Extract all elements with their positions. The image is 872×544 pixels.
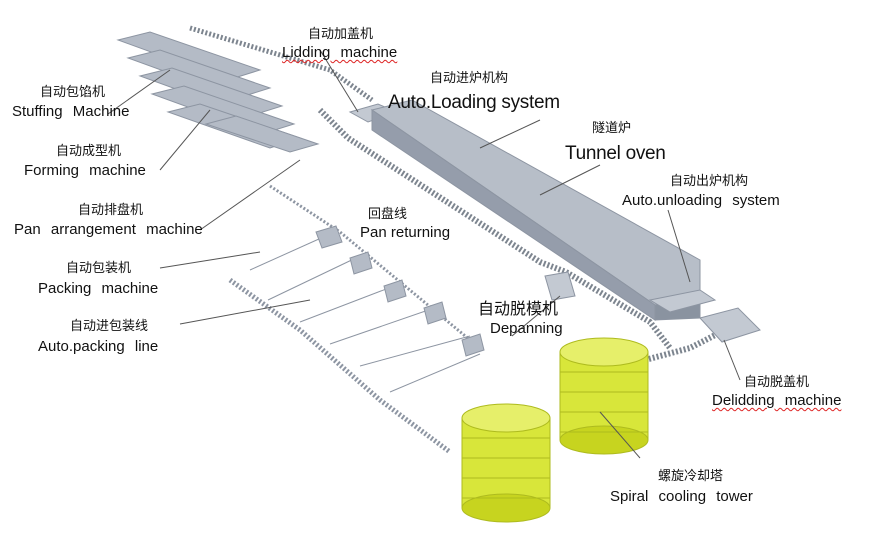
stuffing-forming-machines [116, 31, 320, 153]
stuffing-label-en: Stuffing Machine [12, 103, 130, 120]
loading-label-en: Auto.Loading system [388, 92, 560, 113]
auto-packing-label-en: Auto.packing line [38, 338, 159, 355]
lidding-label-en: Lidding machine [282, 44, 398, 61]
pan-arrangement-label-cn: 自动排盘机 [78, 203, 144, 218]
unloading-station [648, 289, 717, 313]
leader-lines [107, 49, 741, 459]
packing-label-en: Packing machine [38, 280, 159, 297]
tunnel-oven [370, 99, 701, 321]
pan-returning-label-cn: 回盘线 [368, 207, 408, 222]
auto-packing-label-cn: 自动进包装线 [70, 319, 149, 334]
depanning-label-cn: 自动脱模机 [478, 299, 559, 318]
loading-label-cn: 自动进炉机构 [430, 71, 509, 86]
spiral-label-cn: 螺旋冷却塔 [658, 469, 724, 484]
forming-label-cn: 自动成型机 [56, 144, 122, 159]
pan-arrangement-label-en: Pan arrangement machine [14, 221, 203, 238]
delidding-label-cn: 自动脱盖机 [744, 375, 810, 390]
spiral-cooling-tower-1 [559, 337, 649, 455]
depanning-machine [544, 271, 576, 301]
packing-lines [228, 184, 485, 455]
tunnel-label-cn: 隧道炉 [592, 121, 632, 136]
delidding-machine [699, 307, 761, 343]
delidding-label-en: Delidding machine [712, 392, 842, 409]
lidding-label-cn: 自动加盖机 [308, 27, 374, 42]
unloading-label-en: Auto.unloading system [622, 192, 780, 209]
feed-conveyor [189, 25, 727, 363]
packing-label-cn: 自动包装机 [66, 261, 132, 276]
unloading-label-cn: 自动出炉机构 [670, 174, 749, 189]
stuffing-label-cn: 自动包馅机 [40, 85, 106, 100]
spiral-cooling-tower-2 [461, 403, 551, 523]
forming-label-en: Forming machine [24, 162, 146, 179]
spiral-label-en: Spiral cooling tower [610, 488, 753, 505]
tunnel-label-en: Tunnel oven [565, 143, 666, 164]
pan-returning-label-en: Pan returning [360, 224, 451, 241]
depanning-label-en: Depanning [490, 320, 563, 337]
